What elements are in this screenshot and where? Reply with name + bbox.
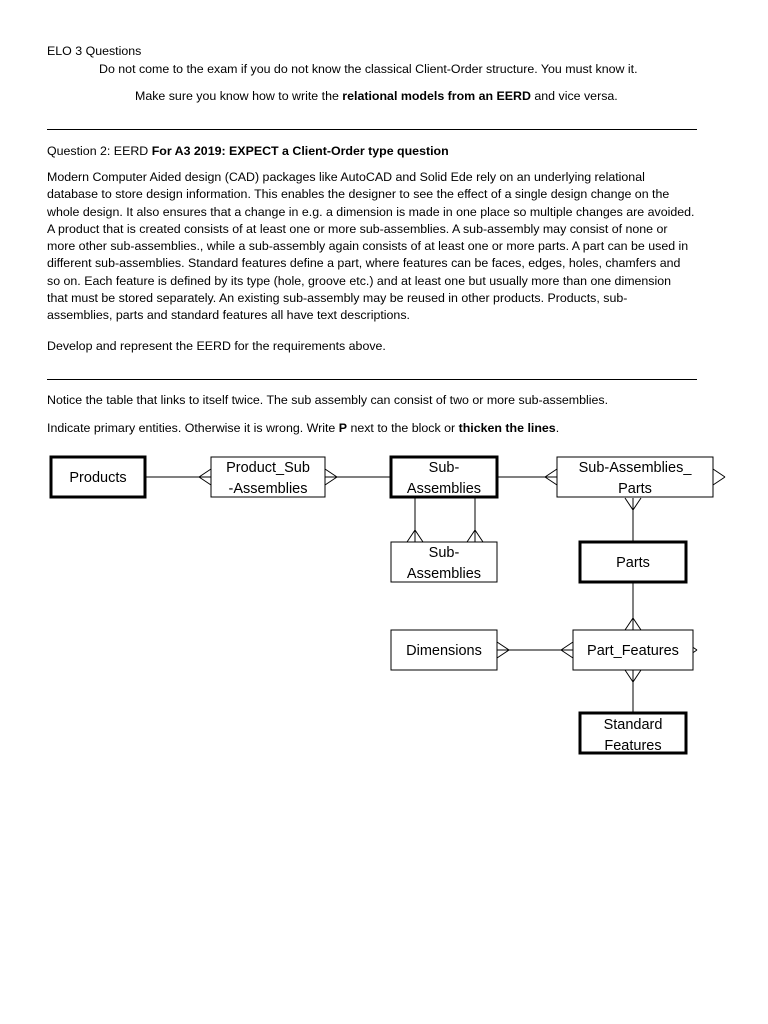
crowfoot-pf-bottom	[624, 669, 642, 683]
label-products: Products	[69, 470, 126, 486]
label-dimensions: Dimensions	[406, 643, 482, 659]
label-sub-assemblies-2: Assemblies	[407, 481, 481, 497]
note2-mid: next to the block or	[347, 421, 459, 435]
hint-bold: relational models from an EERD	[342, 89, 531, 103]
question-body-line: that must be stored separately. An exist…	[47, 291, 628, 306]
question-body-line: more other sub-assemblies., while a sub-…	[47, 239, 689, 254]
note2-bold: thicken the lines	[458, 421, 556, 435]
label-product-sub-2: -Assemblies	[229, 481, 308, 497]
note2-p: P	[338, 421, 348, 435]
exam-warning: Do not come to the exam if you do not kn…	[99, 62, 638, 76]
divider-top	[47, 129, 697, 130]
entity-part-features	[572, 629, 694, 671]
crowfoot-sap-bottom	[624, 497, 642, 511]
label-sub-self-1: Sub-	[429, 545, 460, 561]
entity-sub-assemblies-parts	[556, 456, 714, 498]
note2-end: .	[555, 421, 560, 435]
self-link-note: Notice the table that links to itself tw…	[47, 393, 609, 407]
entity-sub-assemblies-self	[390, 541, 498, 583]
label-product-sub-1: Product_Sub	[226, 460, 310, 476]
label-part-features: Part_Features	[587, 643, 679, 659]
task-statement: Develop and represent the EERD for the r…	[47, 339, 386, 353]
label-sub-self-2: Assemblies	[407, 566, 481, 582]
entity-sub-assemblies	[389, 455, 499, 499]
question-body-line: different sub-assemblies. Standard featu…	[47, 256, 681, 271]
question-body-line: assemblies, parts and standard features …	[47, 308, 410, 323]
relational-model-hint: Make sure you know how to write the rela…	[135, 88, 618, 105]
hint-suffix: and vice versa.	[530, 89, 618, 103]
crowfoot-pf-left	[560, 641, 574, 659]
crowfoot-self-right	[466, 529, 484, 543]
entity-parts	[578, 540, 688, 584]
hint-prefix: Make sure you know how to write the	[135, 89, 343, 103]
question-body-line: A product that is created consists of at…	[47, 221, 668, 236]
label-parts: Parts	[616, 555, 650, 571]
question-label: Question 2: EERD For A3 2019: EXPECT a C…	[47, 143, 449, 160]
primary-entity-note: Indicate primary entities. Otherwise it …	[47, 420, 559, 437]
label-standard-2: Features	[604, 738, 661, 754]
crowfoot-self-left	[406, 529, 424, 543]
entity-dimensions	[390, 629, 498, 671]
label-sap-1: Sub-Assemblies_	[579, 460, 693, 476]
entity-products	[49, 455, 147, 499]
question-body-line: so on. Each feature is defined by its ty…	[47, 273, 672, 288]
eerd-diagram: Products Product_Sub -Assemblies Sub- As…	[49, 455, 726, 755]
question-body: Modern Computer Aided design (CAD) packa…	[47, 169, 737, 325]
crowfoot-dimensions-right	[496, 641, 510, 659]
question-body-line: whole design. It also ensures that a cha…	[47, 204, 695, 219]
divider-bottom	[47, 379, 697, 380]
question-label-prefix: Question 2: EERD	[47, 144, 152, 158]
crowfoot-pf-top	[624, 617, 642, 631]
question-body-line: database to store design information. Th…	[47, 187, 670, 202]
label-sub-assemblies-1: Sub-	[429, 460, 460, 476]
crowfoot-productsub-right	[324, 468, 338, 486]
crowfoot-sap-right	[712, 468, 726, 486]
question-body-line: Modern Computer Aided design (CAD) packa…	[47, 170, 645, 184]
note2-prefix: Indicate primary entities. Otherwise it …	[47, 421, 339, 435]
section-title: ELO 3 Questions	[47, 44, 142, 58]
entity-standard-features	[578, 711, 688, 755]
crowfoot-sap-left	[544, 468, 558, 486]
label-sap-2: Parts	[618, 481, 652, 497]
label-standard-1: Standard	[604, 717, 663, 733]
crowfoot-productsub-left	[198, 468, 212, 486]
entity-product-sub-assemblies	[210, 456, 326, 498]
question-label-bold: For A3 2019: EXPECT a Client-Order type …	[151, 144, 449, 158]
